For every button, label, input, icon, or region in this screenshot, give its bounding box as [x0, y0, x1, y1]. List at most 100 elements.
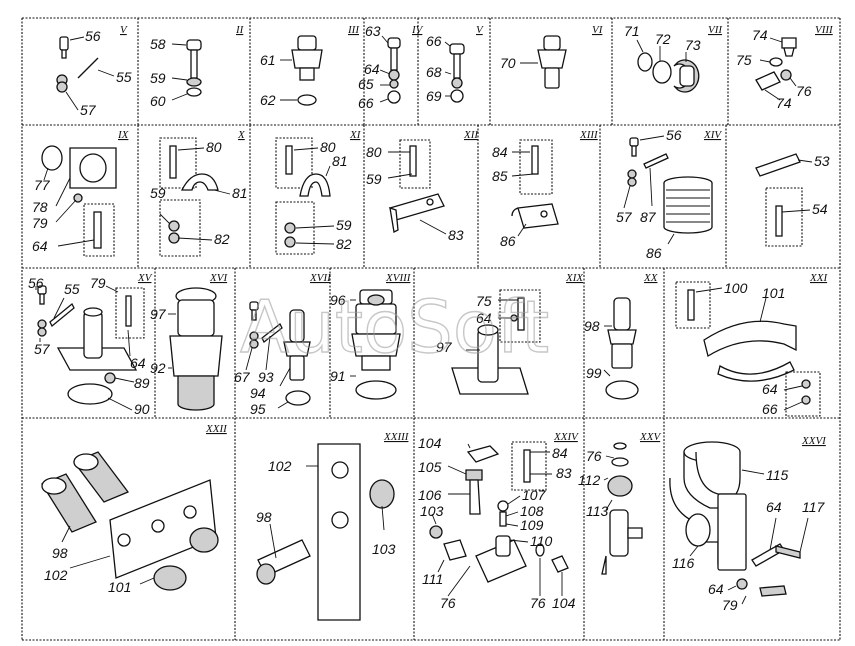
callout: 86 [646, 245, 662, 261]
callout: 70 [500, 55, 516, 71]
panel-XXV: XXV 76 112 113 [578, 431, 661, 575]
callout: 64 [364, 61, 380, 77]
panel-XVI: XVI 97 92 [150, 272, 228, 411]
callout: 106 [418, 487, 442, 503]
callout: 54 [812, 201, 828, 217]
bolt-head [186, 39, 202, 51]
watermark: AutoSoft [240, 285, 549, 369]
callout: 73 [685, 37, 701, 53]
panel-label: XXII [205, 423, 228, 435]
callout: 60 [150, 93, 166, 109]
callout: 90 [134, 401, 150, 417]
callout: 98 [584, 318, 600, 334]
callout: 80 [366, 144, 382, 160]
callout: 113 [586, 503, 609, 519]
callout: 82 [336, 236, 352, 252]
callout: 84 [552, 445, 568, 461]
panel-XIV: XIV 56 57 87 86 [616, 127, 722, 261]
callout: 64 [476, 310, 492, 326]
callout: 110 [530, 533, 553, 549]
callout: 103 [372, 541, 396, 557]
panel-XIX: XIX 75 64 97 [436, 272, 584, 395]
panel-XXI: XXI 100 101 64 66 [675, 272, 828, 417]
seal-ring [297, 94, 317, 106]
callout: 55 [64, 281, 80, 297]
callout: 115 [766, 467, 789, 483]
panel-label: XXV [639, 431, 661, 443]
callout: 101 [108, 579, 131, 595]
panel-VIII: VIII 74 75 76 74 [736, 24, 834, 111]
callout: 66 [358, 95, 374, 111]
callout: 78 [32, 199, 48, 215]
callout: 59 [336, 217, 352, 233]
callout: 75 [476, 293, 492, 309]
callout: 81 [332, 153, 348, 169]
callout: 92 [150, 360, 166, 376]
callout: 58 [150, 36, 166, 52]
callout: 83 [556, 465, 572, 481]
panel-label: XX [643, 272, 659, 284]
panel-XII: XII 80 59 83 [366, 129, 479, 243]
callout: 64 [708, 581, 724, 597]
panel-label: XIX [565, 272, 584, 284]
callout: 76 [440, 595, 456, 611]
panel-XXIII: XXIII 102 98 103 [256, 431, 410, 621]
panel-VI: VI 70 [500, 24, 604, 89]
callout: 61 [260, 52, 276, 68]
panel-label: V [120, 24, 128, 36]
panel-XVIII: XVIII 96 91 [330, 272, 412, 400]
callout: 74 [776, 95, 792, 111]
panel-label: XI [349, 129, 362, 141]
panel-XI: XI 80 81 59 82 [275, 129, 362, 255]
panel-label: III [347, 24, 360, 36]
callout: 75 [736, 52, 752, 68]
panel-label: XVII [309, 272, 332, 284]
callout: 67 [234, 369, 251, 385]
callout: 57 [616, 209, 633, 225]
callout: 82 [214, 231, 230, 247]
callout: 65 [358, 76, 374, 92]
callout: 64 [32, 238, 48, 254]
callout: 108 [520, 503, 544, 519]
callout: 57 [80, 102, 97, 118]
callout: 104 [418, 435, 442, 451]
callout: 64 [766, 499, 782, 515]
panel-label: X [237, 129, 246, 141]
callout: 57 [34, 341, 51, 357]
callout: 76 [530, 595, 546, 611]
callout: 59 [366, 171, 382, 187]
callout: 56 [28, 275, 44, 291]
callout: 97 [150, 306, 167, 322]
callout: 68 [426, 64, 442, 80]
panel-XX: XX 98 99 [584, 272, 659, 400]
callout: 71 [624, 23, 640, 39]
callout: 72 [655, 31, 671, 47]
callout: 66 [762, 401, 778, 417]
panel-label: XII [463, 129, 479, 141]
washer-part [186, 87, 202, 97]
panel-label: XXI [809, 272, 828, 284]
callout: 59 [150, 70, 166, 86]
panel-label: VI [592, 24, 604, 36]
callout: 79 [722, 597, 738, 613]
callout: 53 [814, 153, 830, 169]
callout: 104 [552, 595, 576, 611]
panel-label: IV [411, 24, 424, 36]
panel-XVII: XVII 67 93 94 95 [234, 272, 332, 417]
callout: 89 [134, 375, 150, 391]
callout: 99 [586, 365, 602, 381]
callout: 80 [206, 139, 222, 155]
callout: 80 [320, 139, 336, 155]
panel-IV: IV 63 64 65 66 [358, 23, 424, 111]
panel-label: XXVI [801, 435, 827, 447]
panel-V-b: V 66 68 69 [426, 24, 484, 104]
callout: 112 [578, 472, 601, 488]
callout: 98 [256, 509, 272, 525]
panel-XIII: XIII 84 85 86 [492, 129, 599, 249]
callout: 76 [796, 83, 812, 99]
callout: 105 [418, 459, 442, 475]
panel-label: II [235, 24, 245, 36]
panel-XV: XV 56 55 79 64 57 89 90 [28, 272, 153, 417]
panel-label: XXIV [553, 431, 579, 443]
